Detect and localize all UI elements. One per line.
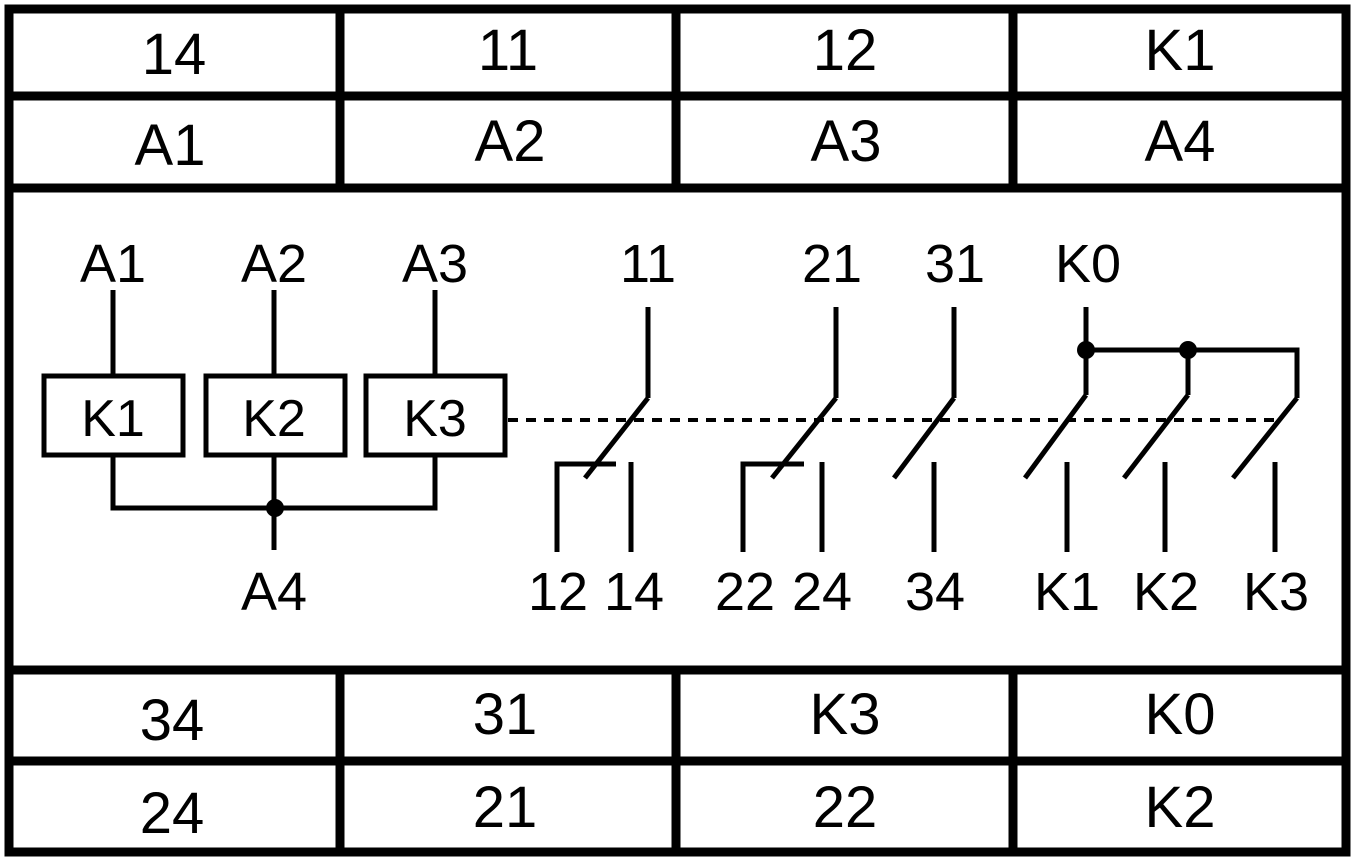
contact-output-label-12: 12 [528,562,588,622]
terminal-cell-r1c2: 11 [478,18,538,83]
coil-label-k1: K1 [81,390,145,448]
contact-output-label-24: 24 [792,562,852,622]
coil-terminal-label-3: A3 [402,234,468,294]
contact-output-label-14: 14 [604,562,664,622]
coil-junction-dot [266,499,284,517]
contact-12-terminal [554,461,616,552]
coil-label-k2: K2 [242,390,306,448]
terminal-cell-r4c3: 22 [813,775,878,840]
contact-output-label-k2: K2 [1133,562,1199,622]
coil-common-label: A4 [241,562,307,622]
contact-k2-blade [1122,393,1190,480]
contact-31-blade [892,396,956,480]
contact-k0-bus [1086,347,1300,398]
contact-22-terminal [740,461,804,552]
contact-output-label-k1: K1 [1034,562,1100,622]
frame [4,4,1351,857]
contact-output-label-22: 22 [715,562,775,622]
contact-input-label-21: 21 [802,234,862,294]
terminal-cell-r2c1: A1 [135,113,206,178]
coil-terminal-label-2: A2 [241,234,307,294]
coil-section: A1 A2 A3 A4 K1 K2 K3 [41,234,508,622]
terminal-cell-r3c3: K3 [810,682,881,747]
contact-section: 11 21 31 K0 12 14 22 24 34 K1 K2 K3 [528,234,1309,622]
contact-k1-blade [1022,393,1089,480]
contact-k0-junction-dot-2 [1179,341,1197,359]
terminal-cell-r2c4: A4 [1145,109,1216,174]
contact-input-label-11: 11 [620,234,676,294]
contact-output-label-k3: K3 [1243,562,1309,622]
top-terminal-table: 14 11 12 K1 A1 A2 A3 A4 [135,18,1216,178]
terminal-cell-r1c1: 14 [142,22,207,87]
terminal-cell-r1c4: K1 [1145,18,1216,83]
terminal-cell-r1c3: 12 [813,18,878,83]
contact-input-label-k0: K0 [1055,234,1121,294]
terminal-cell-r3c2: 31 [473,682,538,747]
terminal-cell-r4c1: 24 [140,781,205,846]
coil-terminal-label-1: A1 [80,234,146,294]
coil-label-k3: K3 [403,390,467,448]
terminal-cell-r4c2: 21 [473,775,538,840]
terminal-cell-r4c4: K2 [1145,775,1216,840]
terminal-cell-r2c3: A3 [811,109,882,174]
contact-input-label-31: 31 [925,234,985,294]
contact-k0-junction-dot-1 [1077,341,1095,359]
contact-output-label-34: 34 [905,562,965,622]
terminal-cell-r2c2: A2 [475,109,546,174]
terminal-cell-r3c4: K0 [1145,682,1216,747]
contact-k3-blade [1231,396,1299,480]
bottom-terminal-table: 34 31 K3 K0 24 21 22 K2 [140,682,1216,846]
terminal-cell-r3c1: 34 [140,688,205,753]
